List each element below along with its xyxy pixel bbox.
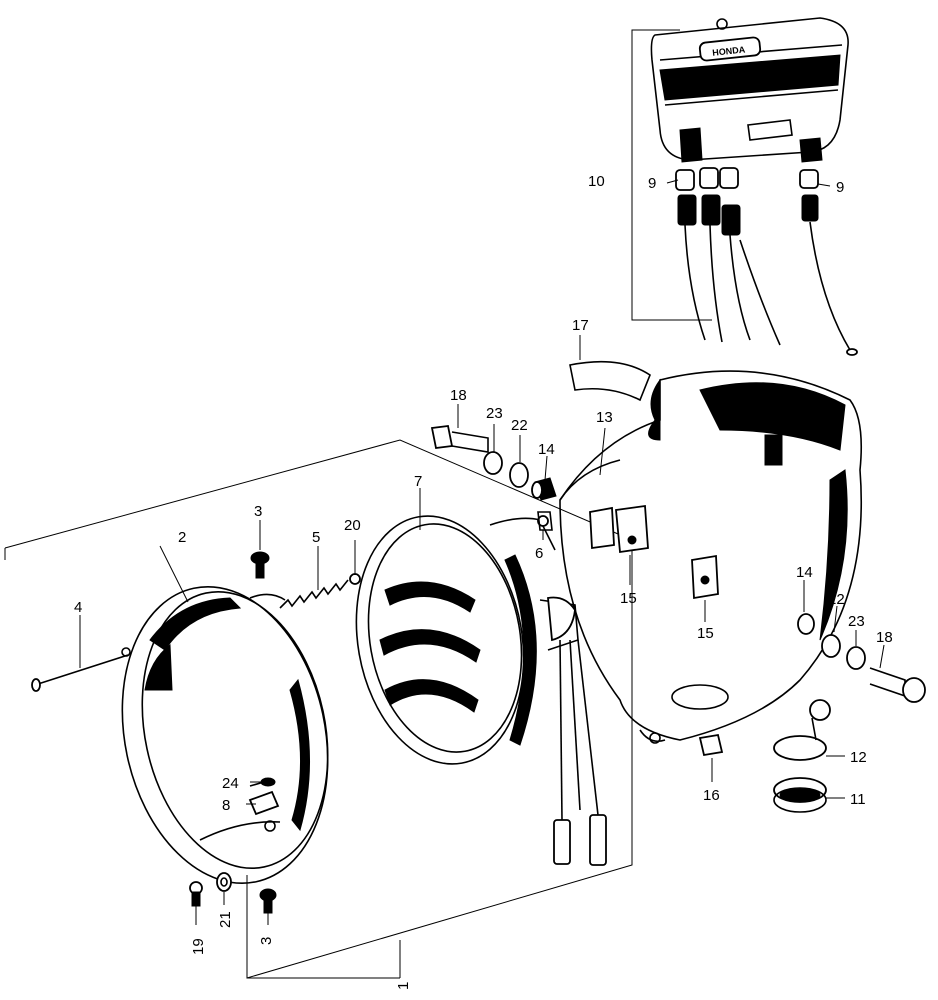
clamp-12 <box>773 699 831 761</box>
callout-14-left: 14 <box>538 441 555 458</box>
screw-3-bottom <box>259 888 277 914</box>
callout-9-left: 9 <box>648 175 656 192</box>
callout-3-bottom: 3 <box>258 937 275 945</box>
callout-10: 10 <box>588 173 605 190</box>
leader-lines <box>79 179 885 925</box>
callout-8: 8 <box>222 797 230 814</box>
screw-19 <box>189 881 203 907</box>
callout-23-left: 23 <box>486 405 503 422</box>
assembly-1-bracket <box>4 439 633 979</box>
callout-7: 7 <box>414 473 422 490</box>
callout-4: 4 <box>74 599 82 616</box>
beam-wires <box>553 639 607 866</box>
screw-4 <box>31 654 129 692</box>
callout-19: 19 <box>190 938 207 955</box>
callout-1: 1 <box>395 982 412 990</box>
callout-13: 13 <box>596 409 613 426</box>
callout-23-right: 23 <box>848 613 865 630</box>
callout-11: 11 <box>850 791 866 808</box>
washer-23-right <box>846 646 866 670</box>
bolt-18-left <box>430 425 489 453</box>
callout-3-top: 3 <box>254 503 262 520</box>
callout-12: 12 <box>850 749 867 766</box>
spring-5 <box>279 573 361 609</box>
bolt-18-right <box>869 667 926 703</box>
headlight-case <box>559 370 863 744</box>
callout-21: 21 <box>217 911 234 928</box>
clip-8 <box>248 790 280 816</box>
callout-labels: 1 2 3 3 4 5 6 7 8 9 9 10 11 12 13 14 14 … <box>74 173 893 990</box>
washer-21 <box>216 872 232 892</box>
sealed-beam-unit <box>355 515 579 765</box>
speedometer: HONDA <box>650 17 849 163</box>
callout-15-right: 15 <box>697 625 714 642</box>
speedometer-wires <box>675 167 858 356</box>
callout-9-right: 9 <box>836 179 844 196</box>
clip-6 <box>537 511 553 531</box>
callout-15-left: 15 <box>620 590 637 607</box>
callout-16: 16 <box>703 787 720 804</box>
headlight-rim <box>121 586 329 884</box>
callout-18-right: 18 <box>876 629 893 646</box>
callout-18-left: 18 <box>450 387 467 404</box>
grommet-11 <box>773 777 827 813</box>
band-part <box>569 360 651 402</box>
callout-5: 5 <box>312 529 320 546</box>
bushing-14-right <box>797 613 815 635</box>
washer-22-left <box>509 462 529 488</box>
callout-22-left: 22 <box>511 417 528 434</box>
callout-22-right: 22 <box>828 591 845 608</box>
screw-3-top <box>250 551 270 579</box>
bolt-16 <box>698 733 724 757</box>
callout-20: 20 <box>344 517 361 534</box>
assembly-10-bracket <box>631 29 712 321</box>
mounting-brackets <box>589 504 719 600</box>
callout-2: 2 <box>178 529 186 546</box>
washer-22-right <box>821 634 841 658</box>
callout-6: 6 <box>535 545 543 562</box>
callout-14-right: 14 <box>796 564 813 581</box>
callout-24: 24 <box>222 775 239 792</box>
bushing-14-left <box>531 477 557 501</box>
callout-17: 17 <box>572 317 589 334</box>
washer-23-left <box>483 451 503 475</box>
speedometer-logo: HONDA <box>712 44 746 57</box>
